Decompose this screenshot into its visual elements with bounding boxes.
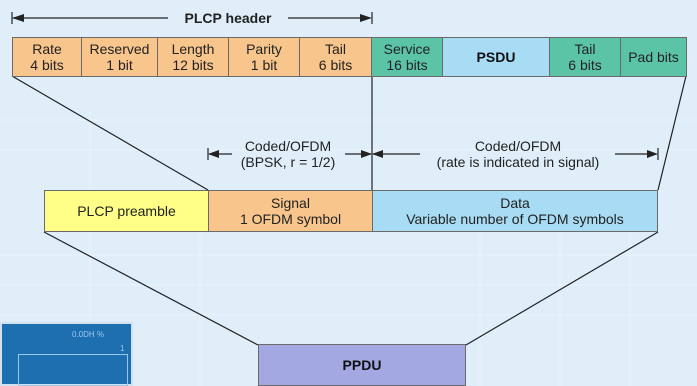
signal-block-size: 1 OFDM symbol xyxy=(239,211,342,227)
data-block-name: Data xyxy=(500,195,530,211)
field-reserved-size: 1 bit xyxy=(106,57,133,73)
field-psdu-name: PSDU xyxy=(476,49,516,65)
field-tail-data-name: Tail xyxy=(574,41,596,57)
inset-screen-thumbnail: 0.0DH % 1 xyxy=(0,322,133,386)
field-tail-header-size: 6 bits xyxy=(318,57,353,73)
field-reserved: Reserved 1 bit xyxy=(81,37,158,77)
field-parity: Parity 1 bit xyxy=(228,37,300,77)
inset-sub: 1 xyxy=(120,344,125,353)
data-block: Data Variable number of OFDM symbols xyxy=(372,190,658,232)
field-rate-size: 4 bits xyxy=(30,57,64,73)
field-tail-data-size: 6 bits xyxy=(568,57,602,73)
coded-data-line1: Coded/OFDM xyxy=(474,138,562,154)
field-length-name: Length xyxy=(171,41,215,57)
plcp-preamble: PLCP preamble xyxy=(44,190,209,232)
plcp-header-label: PLCP header xyxy=(184,10,272,26)
inset-value: 0.0DH % xyxy=(72,330,105,339)
data-block-size: Variable number of OFDM symbols xyxy=(406,211,624,227)
coded-signal-line2: (BPSK, r = 1/2) xyxy=(240,154,336,170)
signal-block: Signal 1 OFDM symbol xyxy=(208,190,373,232)
field-pad-bits-name: Pad bits xyxy=(628,49,679,65)
field-reserved-name: Reserved xyxy=(89,41,150,57)
field-length: Length 12 bits xyxy=(157,37,229,77)
field-parity-name: Parity xyxy=(246,41,282,57)
inset-panel xyxy=(18,354,128,386)
signal-block-name: Signal xyxy=(271,195,310,211)
field-service-name: Service xyxy=(383,41,431,57)
field-service-size: 16 bits xyxy=(386,57,428,73)
ppdu-label: PPDU xyxy=(342,357,382,373)
field-tail-header: Tail 6 bits xyxy=(299,37,372,77)
ppdu-block: PPDU xyxy=(258,344,466,386)
field-length-size: 12 bits xyxy=(172,57,214,73)
coded-signal-label: Coded/OFDM (BPSK, r = 1/2) xyxy=(228,138,348,170)
coded-data-line2: (rate is indicated in signal) xyxy=(436,154,600,170)
field-rate: Rate 4 bits xyxy=(12,37,82,77)
field-tail-data: Tail 6 bits xyxy=(549,37,621,77)
coded-data-label: Coded/OFDM (rate is indicated in signal) xyxy=(418,138,618,170)
field-tail-header-name: Tail xyxy=(324,41,346,57)
field-service: Service 16 bits xyxy=(371,37,443,77)
coded-signal-line1: Coded/OFDM xyxy=(244,138,332,154)
field-psdu: PSDU xyxy=(442,37,550,77)
plcp-preamble-label: PLCP preamble xyxy=(77,203,176,219)
field-rate-name: Rate xyxy=(32,41,62,57)
field-parity-size: 1 bit xyxy=(250,57,278,73)
field-pad-bits: Pad bits xyxy=(620,37,687,77)
